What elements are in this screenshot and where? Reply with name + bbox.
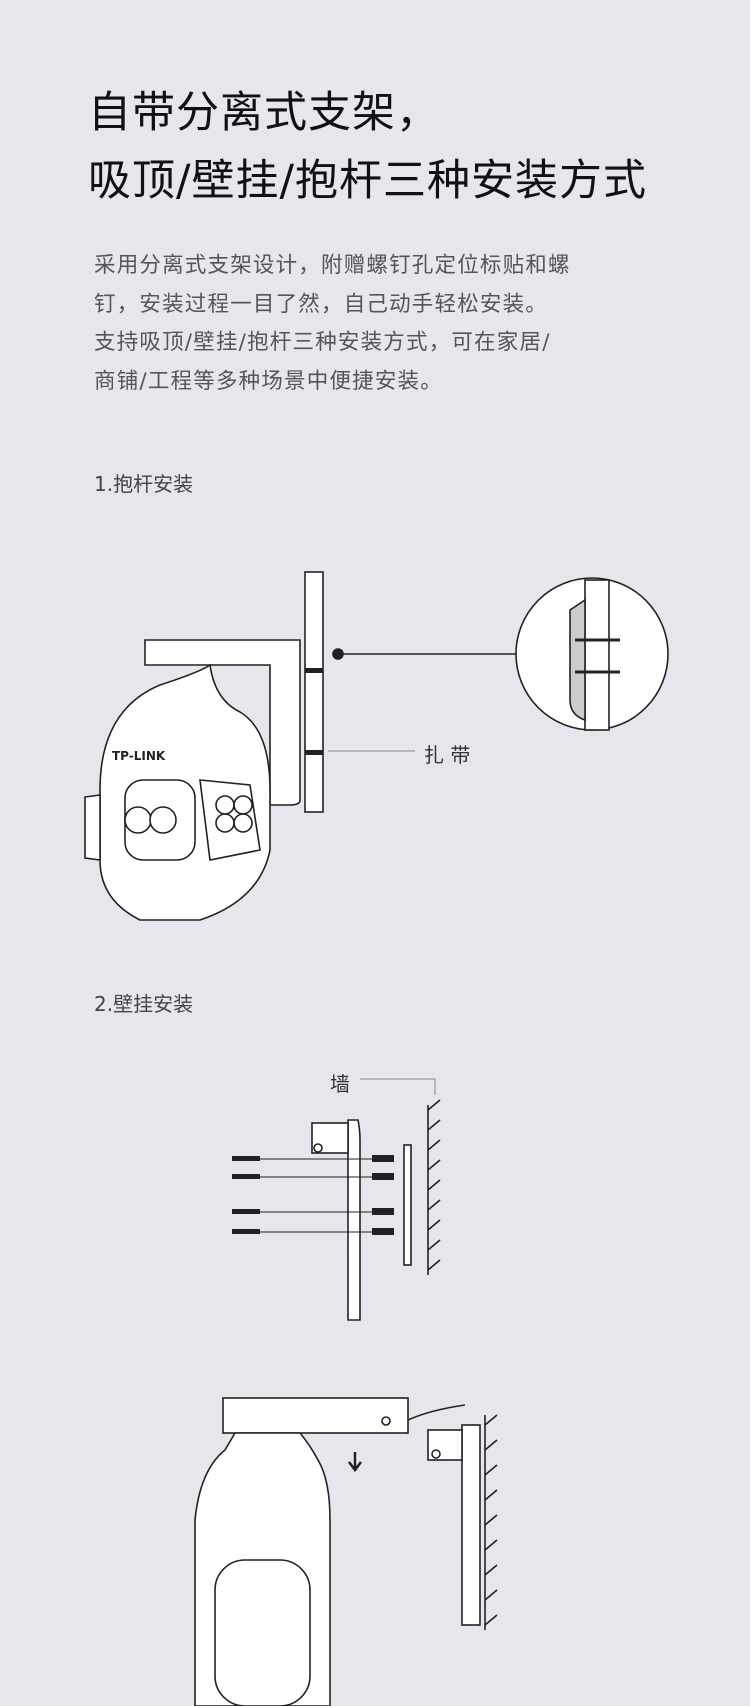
description-line: 商铺/工程等多种场景中便捷安装。 xyxy=(94,368,443,394)
description-line: 采用分离式支架设计，附赠螺钉孔定位标贴和螺 xyxy=(94,253,571,278)
camera-attach-illustration xyxy=(194,1397,498,1706)
description-line: 钉，安装过程一目了然，自己动手轻松安装。 xyxy=(94,291,549,317)
description: 采用分离式支架设计，附赠螺钉孔定位标贴和螺 钉，安装过程一目了然，自己动手轻松安… xyxy=(94,247,694,401)
wall-mount-illustration xyxy=(232,1078,441,1321)
page-title-line1: 自带分离式支架， xyxy=(88,88,440,138)
description-line: 支持吸顶/壁挂/抱杆三种安装方式，可在家居/ xyxy=(94,330,551,355)
pole-mount-illustration xyxy=(84,571,669,921)
tp-link-logo: TP-LINK xyxy=(112,749,166,763)
wall-label: 墙 xyxy=(330,1072,350,1096)
section-pole-mount-title: 1.抱杆安装 xyxy=(94,472,194,496)
page-title-line2: 吸顶/壁挂/抱杆三种安装方式 xyxy=(88,156,647,206)
zip-tie-label: 扎 带 xyxy=(424,743,471,767)
section-wall-mount-title: 2.壁挂安装 xyxy=(94,992,194,1016)
